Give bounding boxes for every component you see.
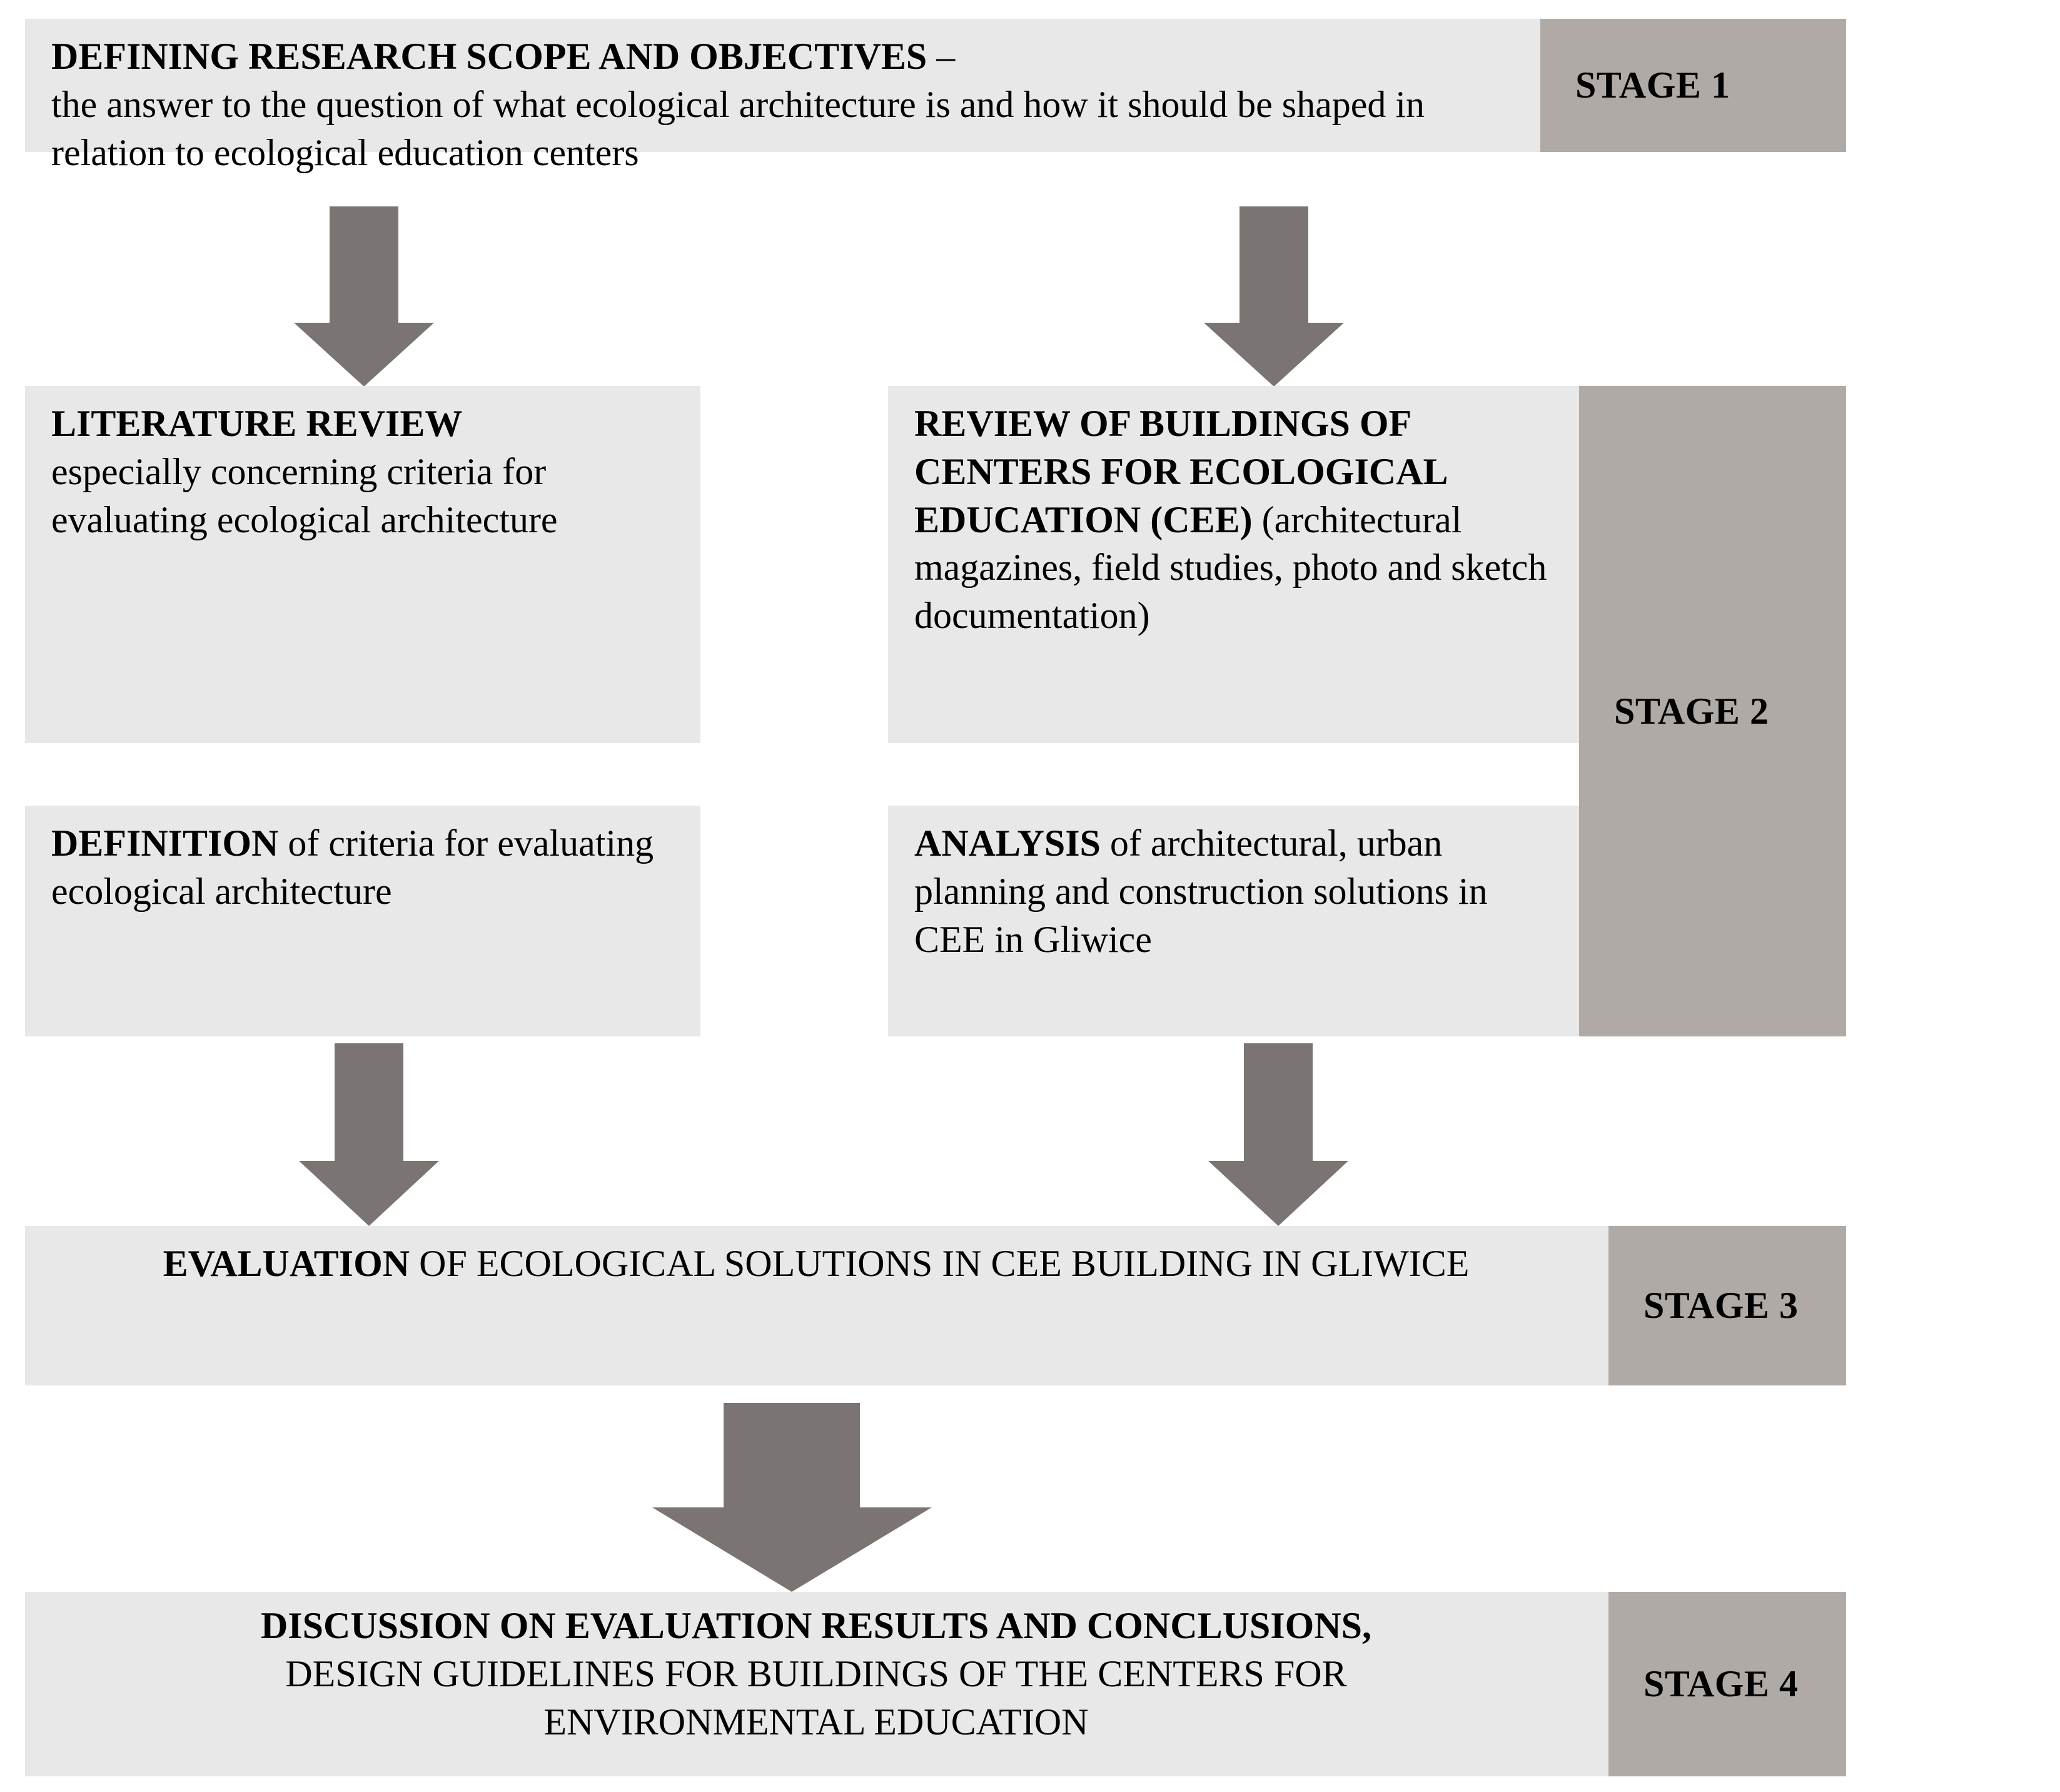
arrow-analysis-to-evaluation	[1208, 1043, 1348, 1226]
node-review-buildings-heading: REVIEW OF BUILDINGS OF CENTERS FOR ECOLO…	[914, 403, 1447, 540]
node-definition-heading: DEFINITION	[51, 823, 279, 864]
node-discussion-text: DISCUSSION ON EVALUATION RESULTS AND CON…	[81, 1602, 1551, 1746]
node-scope-heading: DEFINING RESEARCH SCOPE AND OBJECTIVES	[51, 36, 927, 77]
stage-2-box: STAGE 2	[1579, 386, 1846, 1036]
node-evaluation-heading: EVALUATION	[163, 1243, 410, 1284]
node-definition-box: DEFINITION of criteria for evaluating ec…	[25, 806, 700, 1036]
node-evaluation-box: EVALUATION OF ECOLOGICAL SOLUTIONS IN CE…	[25, 1226, 1608, 1385]
stage-3-box: STAGE 3	[1608, 1226, 1846, 1385]
arrow-evaluation-to-discussion	[652, 1403, 932, 1592]
node-scope-dash: –	[927, 36, 956, 77]
stage-2-label: STAGE 2	[1614, 690, 1769, 732]
node-review-buildings-body: (architectural magazines, field studies,…	[914, 499, 1547, 637]
node-analysis-heading: ANALYSIS	[914, 823, 1101, 864]
node-evaluation-body: OF ECOLOGICAL SOLUTIONS IN CEE BUILDING …	[410, 1243, 1470, 1284]
node-analysis-body: of architectural, urban planning and con…	[914, 823, 1488, 960]
node-definition-text: DEFINITION of criteria for evaluating ec…	[51, 819, 677, 916]
node-literature-review-box: LITERATURE REVIEW especially concerning …	[25, 386, 700, 743]
node-analysis-box: ANALYSIS of architectural, urban plannin…	[888, 806, 1579, 1036]
node-scope-text: DEFINING RESEARCH SCOPE AND OBJECTIVES –…	[51, 33, 1515, 176]
stage-1-label: STAGE 1	[1575, 64, 1730, 106]
node-discussion-line2: DESIGN GUIDELINES FOR BUILDINGS OF THE C…	[285, 1653, 1347, 1694]
stage-3-label: STAGE 3	[1643, 1285, 1799, 1326]
node-literature-review-text: LITERATURE REVIEW especially concerning …	[51, 400, 677, 544]
node-literature-review-heading: LITERATURE REVIEW	[51, 403, 463, 444]
arrow-scope-to-literature	[294, 206, 434, 387]
down-arrow-icon	[1204, 206, 1344, 387]
node-review-buildings-text: REVIEW OF BUILDINGS OF CENTERS FOR ECOLO…	[914, 400, 1552, 640]
node-evaluation-text: EVALUATION OF ECOLOGICAL SOLUTIONS IN CE…	[81, 1240, 1551, 1288]
down-arrow-icon	[299, 1043, 439, 1226]
stage-1-box: STAGE 1	[1540, 19, 1846, 152]
stage-4-box: STAGE 4	[1608, 1592, 1846, 1776]
stage-4-label: STAGE 4	[1643, 1663, 1799, 1704]
node-analysis-text: ANALYSIS of architectural, urban plannin…	[914, 819, 1546, 963]
node-scope-box: DEFINING RESEARCH SCOPE AND OBJECTIVES –…	[25, 19, 1540, 173]
down-arrow-icon	[1208, 1043, 1348, 1226]
node-scope-body: the answer to the question of what ecolo…	[51, 83, 1425, 173]
node-definition-body: of criteria for evaluating ecological ar…	[51, 823, 654, 912]
node-literature-review-body: especially concerning criteria for evalu…	[51, 450, 558, 540]
node-discussion-line1: DISCUSSION ON EVALUATION RESULTS AND CON…	[260, 1605, 1372, 1646]
arrow-scope-to-review	[1204, 206, 1344, 387]
down-arrow-icon	[294, 206, 434, 387]
node-discussion-box: DISCUSSION ON EVALUATION RESULTS AND CON…	[25, 1592, 1608, 1776]
arrow-definition-to-evaluation	[299, 1043, 439, 1226]
node-review-buildings-box: REVIEW OF BUILDINGS OF CENTERS FOR ECOLO…	[888, 386, 1579, 743]
node-discussion-line3: ENVIRONMENTAL EDUCATION	[543, 1701, 1089, 1743]
down-arrow-large-icon	[652, 1403, 932, 1592]
